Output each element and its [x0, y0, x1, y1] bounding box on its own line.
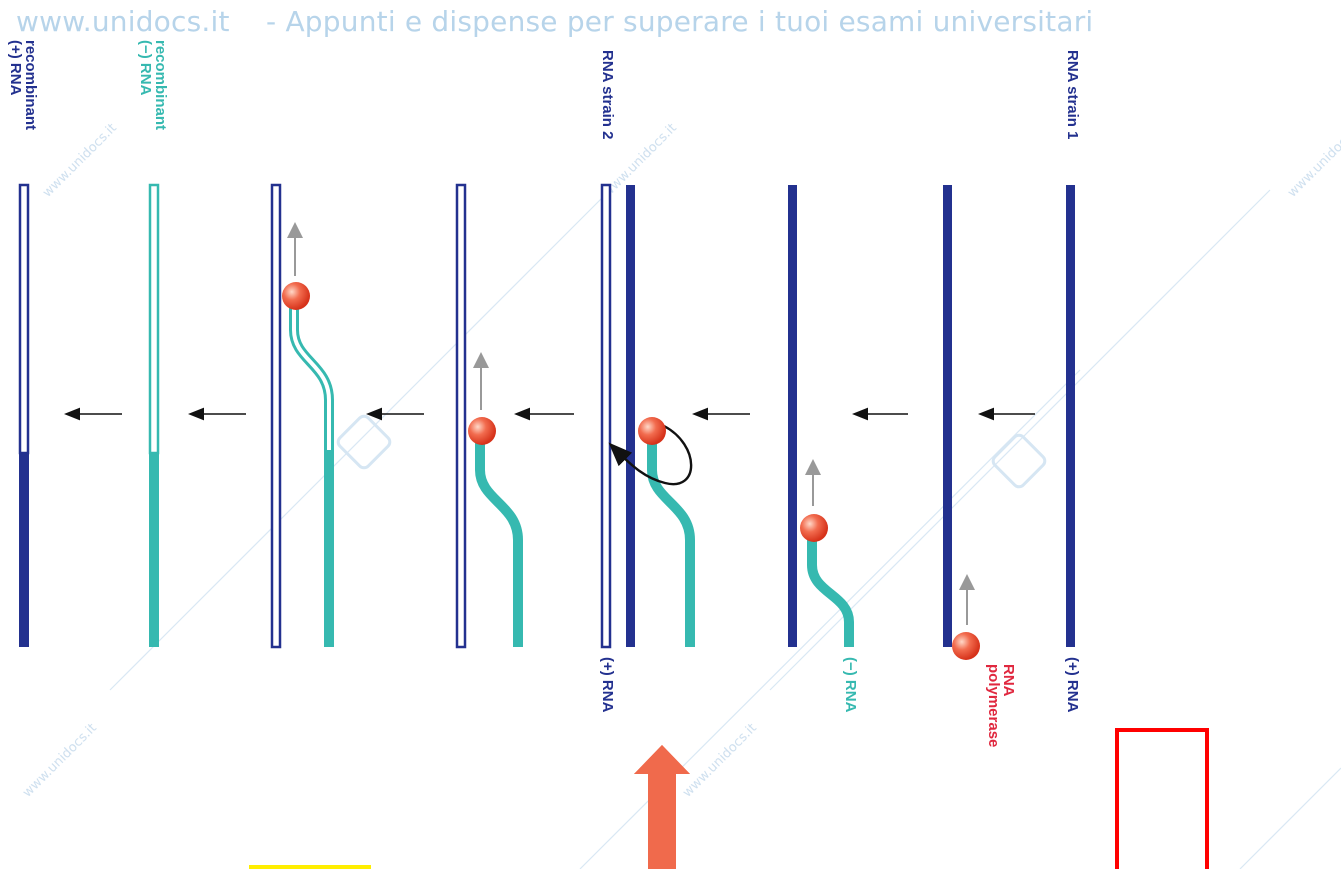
strand-minus-nascent: [289, 300, 334, 450]
label-strain1: RNA strain 1: [1064, 50, 1081, 140]
strand-plus-strain1: [1066, 185, 1075, 647]
highlight-box: [1115, 728, 1209, 869]
watermark-logo-icon: [336, 414, 1047, 489]
strand-recombinant-plus-top: [18, 183, 30, 455]
label-strain1-plus: (+) RNA: [1064, 657, 1081, 713]
strand-minus: [647, 440, 695, 647]
polymerase-icon: [638, 417, 666, 445]
strand-minus: [807, 530, 854, 647]
strand-plus-strain2: [455, 183, 467, 649]
label-strain2: RNA strain 2: [599, 50, 616, 140]
label-recombinant-plus: recombinant (+) RNA: [7, 40, 39, 131]
template-switch-arrow-icon: [608, 424, 693, 486]
label-polymerase: RNA polymerase: [985, 664, 1017, 748]
highlight-up-arrow-shaft: [648, 772, 676, 869]
highlight-bar: [249, 865, 371, 869]
strand-recombinant-minus-top: [148, 183, 160, 455]
strand-recombinant-minus-bottom: [149, 452, 159, 647]
polymerase-icon: [952, 632, 980, 660]
polymerase-icon: [800, 514, 828, 542]
highlight-up-arrow-head: [634, 745, 690, 774]
label-recombinant-minus: recombinant (−) RNA: [137, 40, 169, 131]
strand-plus-strain2: [600, 183, 612, 649]
label-strain2-plus: (+) RNA: [599, 657, 616, 713]
watermark-header: www.unidocs.it - Appunti e dispense per …: [16, 5, 1094, 38]
strand-plus: [943, 185, 952, 647]
strand-minus-nascent-core: [292, 300, 331, 450]
strand-plus-strain2: [270, 183, 282, 649]
strand-plus: [788, 185, 797, 647]
label-minus-rna: (−) RNA: [842, 657, 859, 713]
polymerase-icon: [282, 282, 310, 310]
strand-minus: [475, 440, 523, 647]
strand-plus-strain1-template: [626, 185, 635, 647]
strand-recombinant-plus-bottom: [19, 452, 29, 647]
polymerase-icon: [468, 417, 496, 445]
